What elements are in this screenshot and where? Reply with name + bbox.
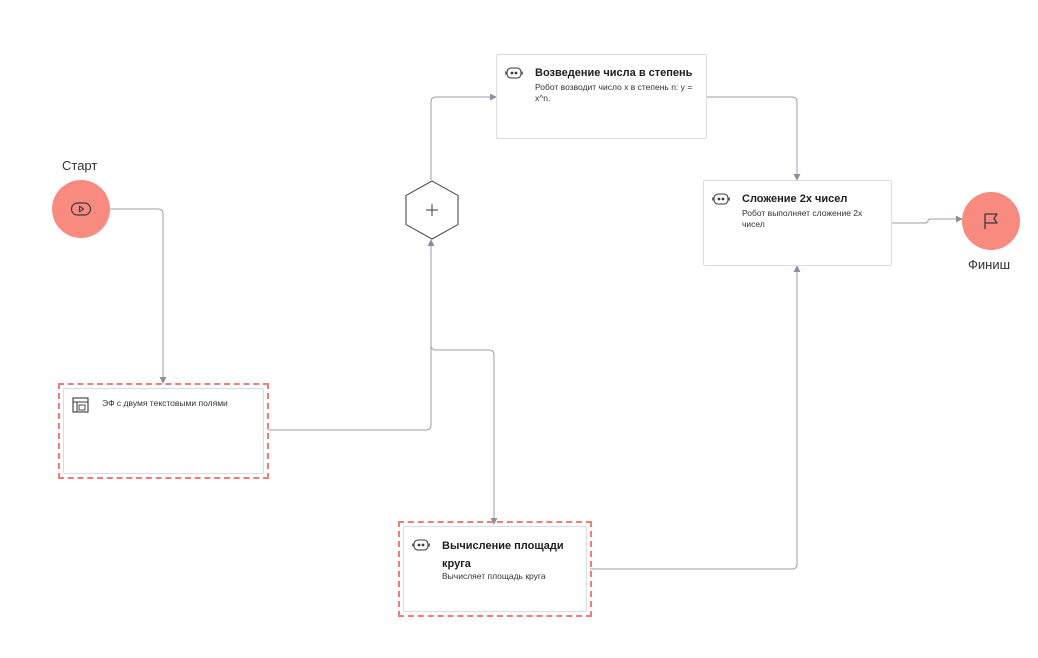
form-icon xyxy=(72,397,89,413)
robot-icon xyxy=(412,539,430,551)
flow-gateway-to-circle xyxy=(430,344,498,525)
end-event-label: Финиш xyxy=(968,257,1011,272)
task-power-description: Робот возводит число x в степень n: y = … xyxy=(535,82,693,103)
task-form-description: ЭФ с двумя текстовыми полями xyxy=(102,398,228,408)
task-circle-title: Вычисление площади круга xyxy=(442,540,564,570)
start-event[interactable] xyxy=(52,180,110,238)
robot-icon xyxy=(505,67,523,79)
task-sum[interactable]: Сложение 2х чисел Робот выполняет сложен… xyxy=(703,180,892,266)
flow-circle-to-sum xyxy=(590,265,801,570)
task-sum-description: Робот выполняет сложение 2х чисел xyxy=(742,208,863,229)
robot-icon xyxy=(712,193,730,205)
task-circle[interactable]: Вычисление площади круга Вычисляет площа… xyxy=(403,526,587,612)
task-power-title: Возведение числа в степень xyxy=(535,67,693,79)
selection-outline-form xyxy=(58,383,269,479)
flow-gateway-to-power xyxy=(430,93,497,180)
plus-icon xyxy=(426,204,438,216)
flag-icon xyxy=(984,213,998,229)
parallel-gateway[interactable] xyxy=(404,180,460,240)
selection-outline-circle xyxy=(398,521,592,617)
flow-power-to-sum xyxy=(707,96,801,181)
play-icon xyxy=(70,202,92,216)
flow-start-to-form xyxy=(108,208,167,384)
start-event-label: Старт xyxy=(62,158,98,173)
flow-sum-to-finish xyxy=(892,215,963,224)
flow-form-to-gateway xyxy=(268,239,435,431)
task-form[interactable]: ЭФ с двумя текстовыми полями xyxy=(63,388,264,474)
task-sum-title: Сложение 2х чисел xyxy=(742,193,848,205)
task-power[interactable]: Возведение числа в степень Робот возводи… xyxy=(496,54,707,139)
task-circle-description: Вычисляет площадь круга xyxy=(442,571,546,581)
end-event[interactable] xyxy=(962,192,1020,250)
